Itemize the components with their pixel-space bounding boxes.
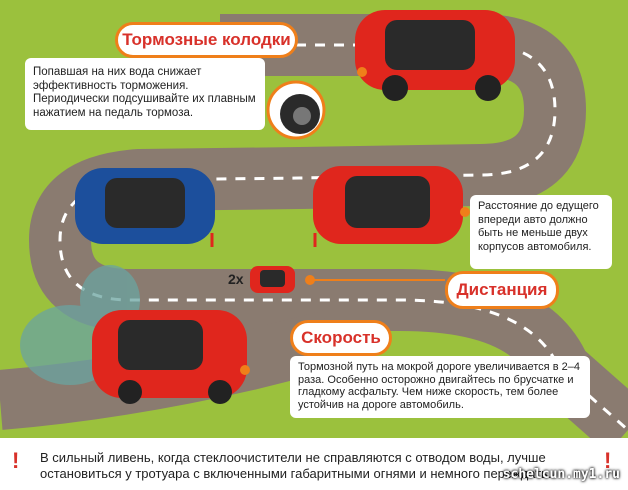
blue-car [75, 168, 215, 244]
distance-multiplier: 2x [228, 271, 244, 287]
red-car-middle [313, 166, 463, 244]
speed-title: Скорость [290, 320, 392, 356]
speed-callout-text: Тормозной путь на мокрой дороге увеличив… [290, 356, 590, 418]
brakes-callout-text: Попавшая на них вода снижает эффективнос… [25, 58, 265, 130]
red-car-top [355, 10, 515, 101]
red-car-bottom [92, 310, 247, 404]
connector-dots [240, 67, 470, 375]
brakes-title: Тормозные колодки [115, 22, 298, 58]
wheel-zoom-circle [266, 80, 326, 140]
exclamation-icon: ! [12, 448, 20, 473]
footer-warning: ! В сильный ливень, когда стеклоочистите… [0, 438, 628, 490]
small-red-car [250, 266, 295, 293]
distance-title: Дистанция [445, 271, 559, 309]
distance-markers [210, 233, 317, 247]
watermark: schelcun.my1.ru [502, 467, 620, 482]
distance-callout-text: Расстояние до едущего впереди авто должн… [470, 195, 612, 269]
footer-warning-text: В сильный ливень, когда стеклоочистители… [40, 450, 552, 481]
exclamation-icon: ! [604, 448, 612, 473]
